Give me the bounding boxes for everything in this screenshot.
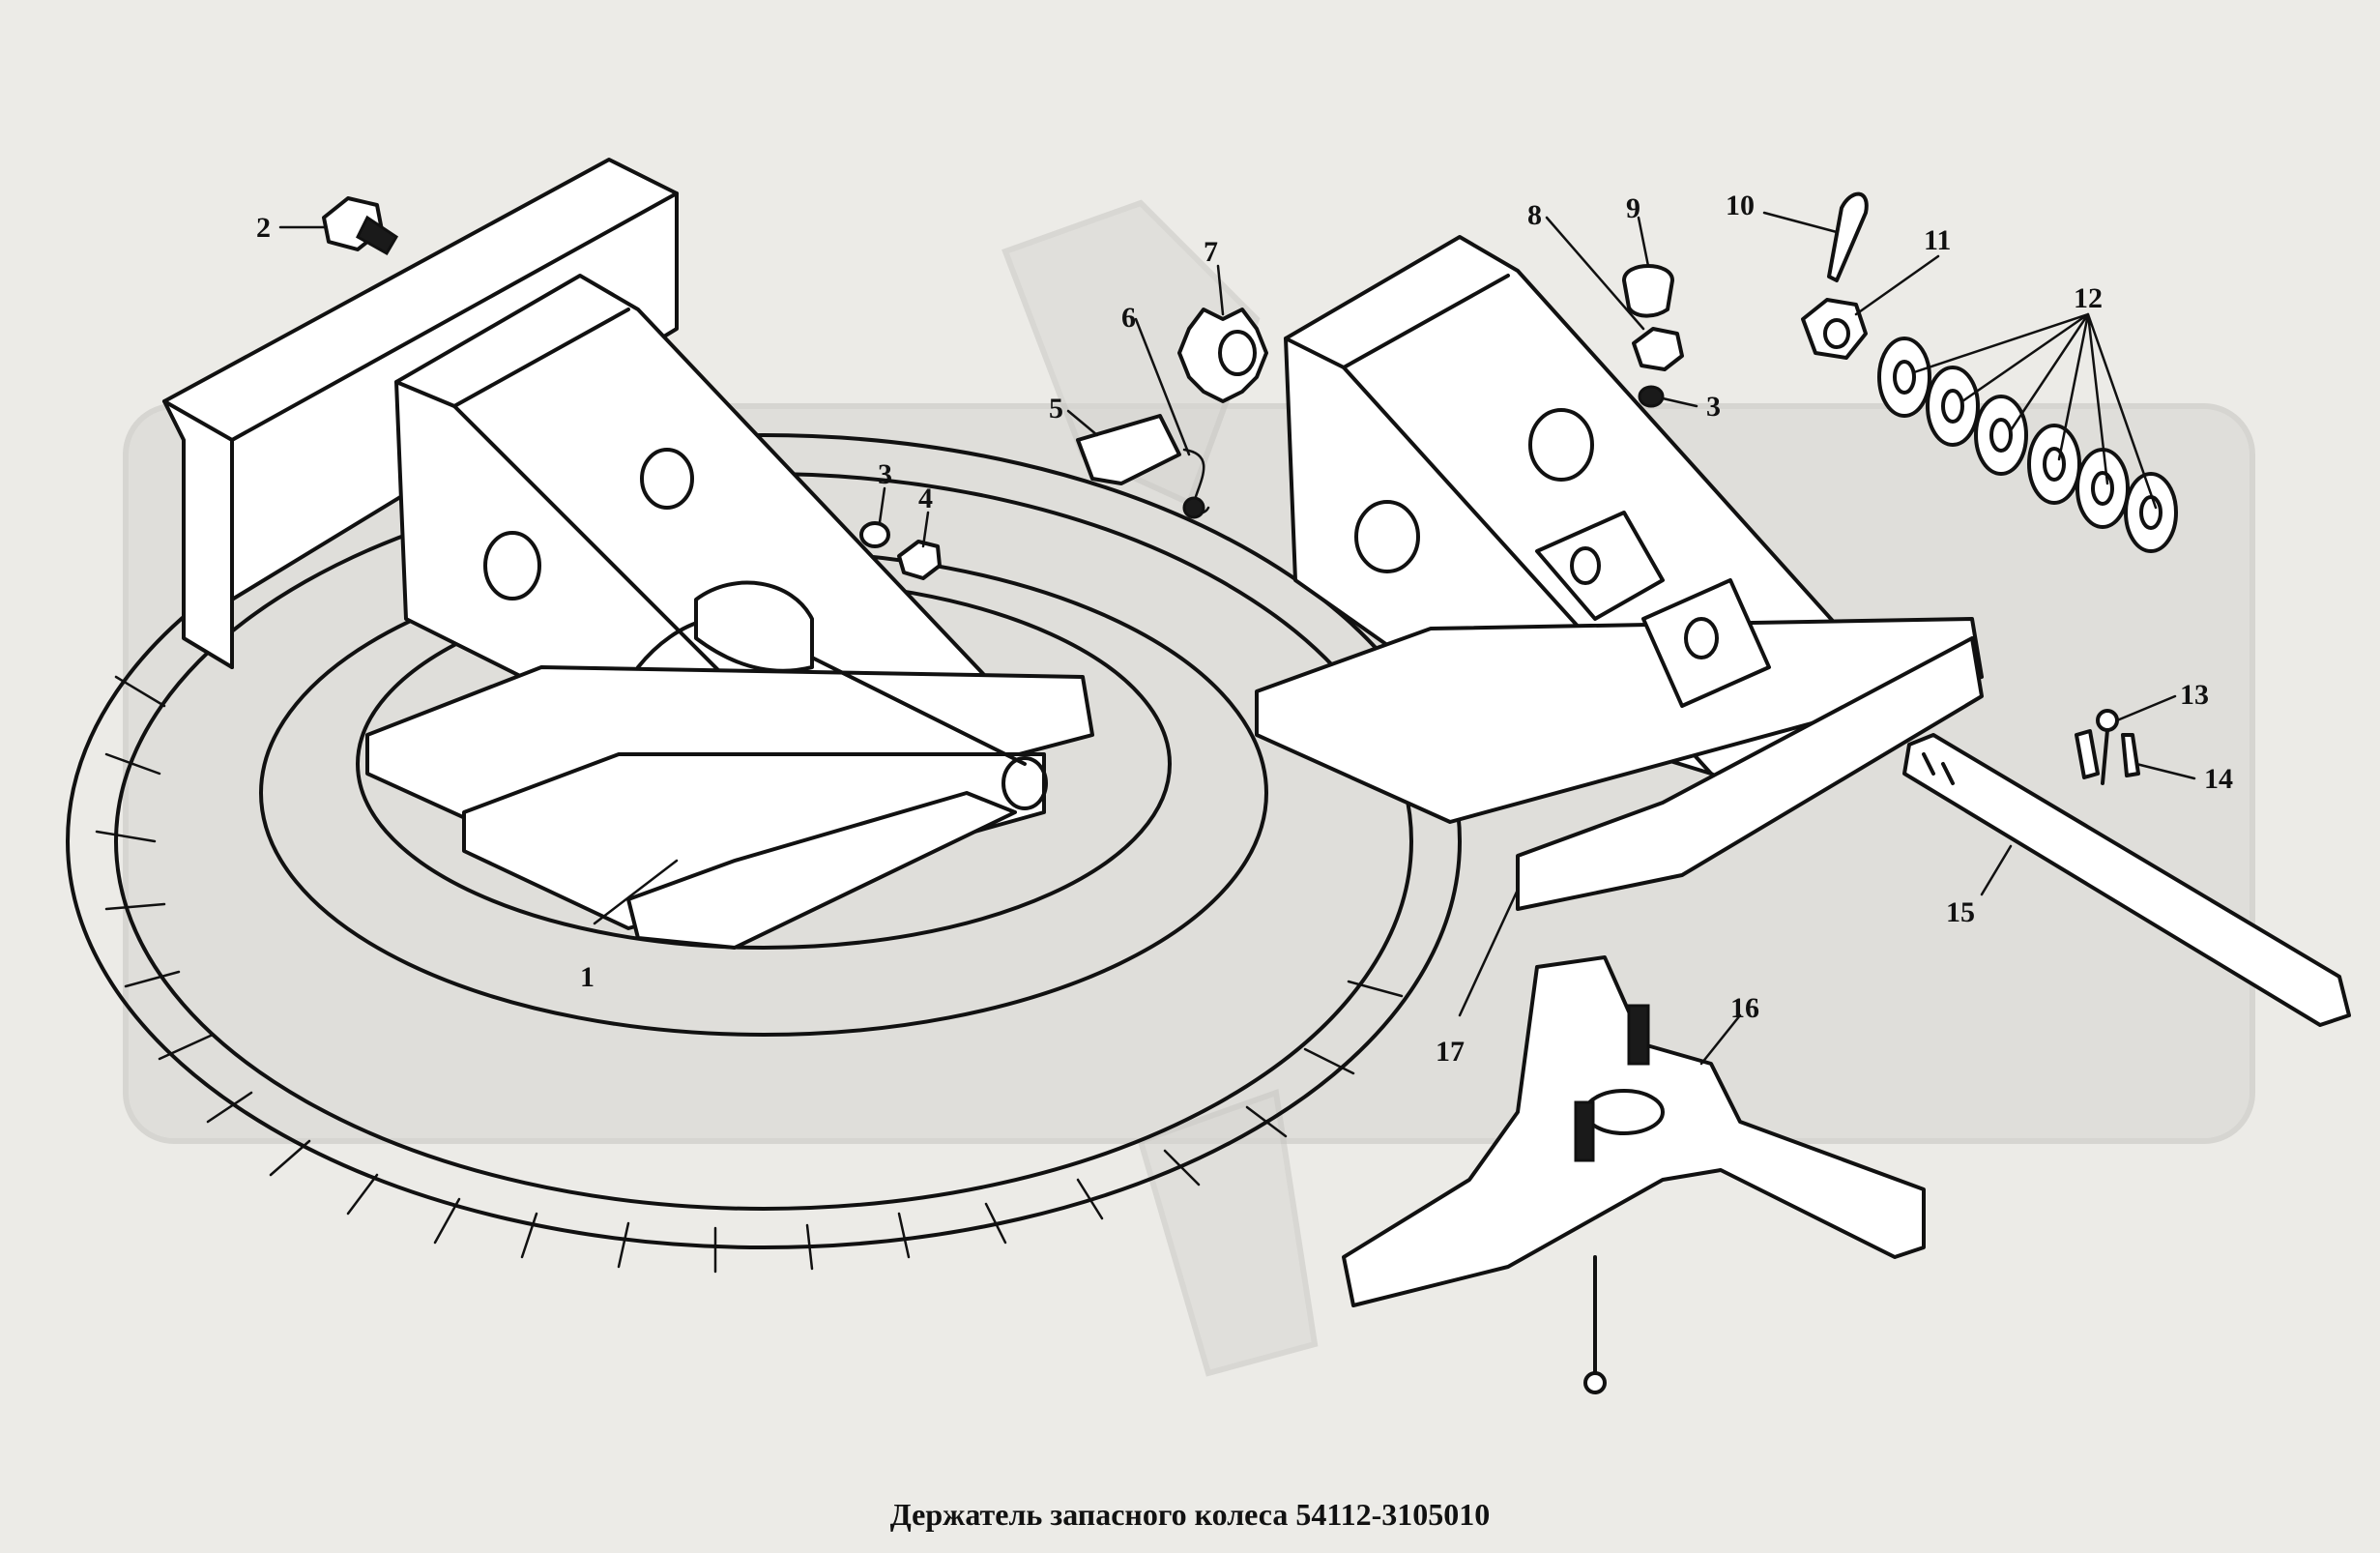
spring-washer-right bbox=[1638, 385, 1665, 408]
callout-4: 4 bbox=[918, 483, 933, 514]
bolt bbox=[322, 196, 399, 256]
nut-right bbox=[1632, 327, 1684, 371]
callout-7: 7 bbox=[1204, 236, 1218, 268]
support-frame-right bbox=[1255, 235, 1984, 911]
spring-washer-left bbox=[859, 521, 890, 548]
callout-14: 14 bbox=[2204, 763, 2233, 795]
castle-nut bbox=[1801, 298, 1868, 360]
callout-13: 13 bbox=[2180, 679, 2209, 711]
ratchet-gear bbox=[1177, 308, 1268, 403]
cotter-pin bbox=[1827, 191, 1869, 282]
callout-9: 9 bbox=[1626, 192, 1640, 224]
shaft bbox=[1902, 733, 2351, 1027]
callout-3-left: 3 bbox=[878, 458, 892, 490]
nut-left bbox=[897, 540, 942, 580]
support-frame-left bbox=[365, 274, 1094, 950]
callout-15: 15 bbox=[1946, 896, 1975, 928]
callout-17: 17 bbox=[1436, 1036, 1465, 1068]
callout-10: 10 bbox=[1726, 190, 1755, 221]
diagram-caption: Держатель запасного колеса 54112-3105010 bbox=[889, 1497, 1491, 1532]
pin bbox=[2075, 729, 2140, 779]
callout-6: 6 bbox=[1121, 302, 1136, 334]
pawl bbox=[1076, 414, 1181, 485]
cap bbox=[1622, 264, 1674, 318]
washers bbox=[1877, 337, 2178, 553]
callout-1: 1 bbox=[580, 961, 595, 993]
callout-8: 8 bbox=[1527, 199, 1542, 231]
callout-numbers: 1 2 3 4 5 6 7 8 9 3 10 11 12 13 14 15 16… bbox=[256, 190, 2233, 1068]
leader-lines bbox=[278, 211, 2196, 1066]
clamp-plate bbox=[1342, 955, 1926, 1394]
callout-3-right: 3 bbox=[1706, 391, 1721, 423]
callout-11: 11 bbox=[1924, 224, 1951, 256]
callout-2: 2 bbox=[256, 212, 271, 244]
callout-12: 12 bbox=[2074, 282, 2103, 314]
callout-16: 16 bbox=[1730, 992, 1759, 1024]
spring bbox=[1182, 448, 1210, 519]
callout-5: 5 bbox=[1049, 393, 1063, 425]
